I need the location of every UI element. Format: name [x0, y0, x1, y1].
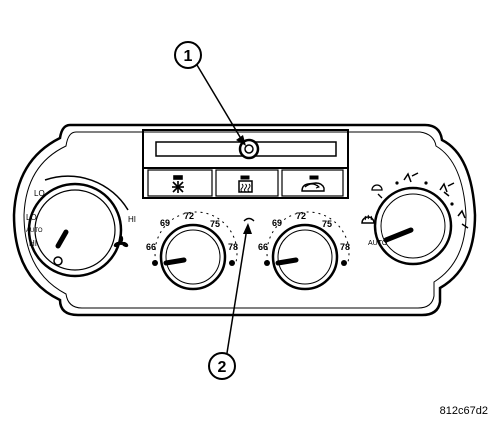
callout-1-number: 1	[184, 48, 193, 65]
bi-level-icon	[439, 182, 455, 197]
mode-knob[interactable]: AUTO	[361, 172, 469, 266]
driver-temp-hot-dot	[229, 260, 235, 266]
defrost-floor-icon	[371, 184, 383, 199]
passenger-temp-knob-inner	[277, 229, 333, 285]
fan-label-hi-right: HI	[128, 215, 136, 224]
passenger-temp-label-69: 69	[272, 218, 282, 228]
fan-icon	[113, 235, 129, 248]
passenger-temp-label-75: 75	[322, 219, 332, 229]
fan-label-lo-top: LO	[34, 189, 45, 198]
fan-indicator-dot	[53, 256, 63, 266]
recirculation-icon	[301, 175, 325, 192]
callout-2-arrowhead	[243, 223, 252, 234]
fan-label-auto: AUTO	[26, 228, 43, 234]
cabin-temperature-sensor	[243, 217, 255, 222]
mode-knob-inner	[380, 193, 446, 259]
panel-outline	[12, 123, 477, 317]
fan-label-hi-left: HI	[29, 239, 37, 248]
fan-knob-inner-ring	[34, 189, 116, 271]
fan-scale-arc	[44, 175, 129, 211]
driver-temp-scale-arc	[154, 211, 238, 263]
passenger-temp-label-72: 72	[296, 211, 306, 221]
mode-label-auto: AUTO	[368, 240, 388, 247]
callout-2: 2	[208, 223, 252, 380]
ac-button[interactable]	[147, 169, 213, 197]
passenger-temp-cold-dot	[264, 260, 270, 266]
callout-1-arrowhead	[236, 135, 246, 146]
passenger-temp-label-66: 66	[258, 242, 268, 252]
passenger-temperature-dial[interactable]: 66 69 72 75 78	[258, 211, 350, 291]
mode-detent-dot	[450, 202, 454, 206]
driver-temp-label-72: 72	[184, 211, 194, 221]
driver-temp-knob-inner	[165, 229, 221, 285]
ac-snowflake-icon	[172, 175, 184, 193]
recirculation-button[interactable]	[281, 169, 344, 197]
callout-2-leader	[226, 227, 248, 354]
panel-inner-outline	[23, 131, 467, 309]
sunload-sensor-core	[244, 144, 254, 154]
control-panel	[12, 123, 477, 317]
driver-temp-cold-dot	[152, 260, 158, 266]
figure-id: 812c67d2	[440, 405, 488, 417]
passenger-temp-scale-arc	[266, 211, 350, 263]
callout-1: 1	[174, 41, 246, 146]
mode-knob-pointer	[383, 227, 414, 243]
passenger-temp-label-78: 78	[340, 242, 350, 252]
floor-icon	[457, 209, 469, 229]
driver-temp-label-69: 69	[160, 218, 170, 228]
callout-2-circle	[208, 352, 236, 380]
fan-knob-pointer	[55, 229, 69, 249]
panel-vent-icon	[403, 172, 419, 183]
passenger-temp-pointer	[275, 257, 299, 266]
callout-1-leader	[196, 64, 244, 143]
driver-temp-label-66: 66	[146, 242, 156, 252]
callout-2-number: 2	[218, 359, 227, 376]
button-row-frame	[142, 167, 349, 199]
button-row	[142, 167, 349, 199]
fan-speed-knob[interactable]: LO LO AUTO HI HI	[26, 175, 136, 278]
rear-defrost-icon	[238, 175, 253, 193]
defrost-icon	[361, 214, 375, 224]
driver-temperature-dial[interactable]: 66 69 72 75 78	[146, 211, 238, 291]
callout-1-circle	[174, 41, 202, 69]
mode-detent-dot	[395, 181, 399, 185]
fan-label-lo: LO	[26, 213, 37, 222]
driver-temp-label-78: 78	[228, 242, 238, 252]
mode-detent-dot	[424, 181, 428, 185]
driver-temp-label-75: 75	[210, 219, 220, 229]
passenger-temp-hot-dot	[341, 260, 347, 266]
driver-temp-pointer	[163, 257, 187, 266]
rear-defrost-button[interactable]	[215, 169, 279, 197]
